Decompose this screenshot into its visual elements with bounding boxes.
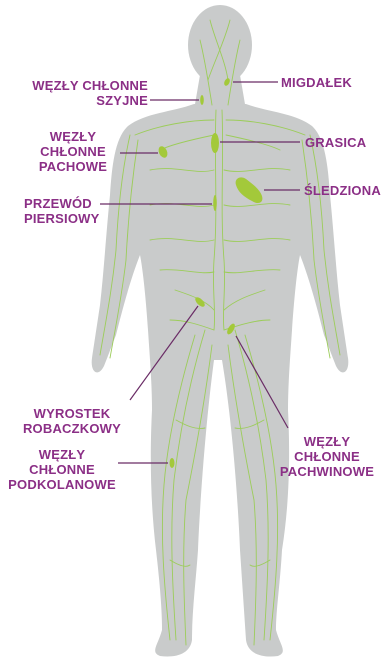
label-migdalek: MIGDAŁEK [281,75,352,90]
label-sledziona: ŚLEDZIONA [304,183,381,198]
label-wyrostek-line-1: WYROSTEK [18,406,126,421]
label-pachwinowe-line-1: WĘZŁY [270,434,384,449]
popliteal-node [170,458,175,468]
label-przewod-piersiowy: PRZEWÓD PIERSIOWY [24,196,99,226]
label-pachowe-line-3: PACHOWE [28,159,118,174]
label-pachwinowe-line-3: PACHWINOWE [270,464,384,479]
label-sledziona-line-1: ŚLEDZIONA [304,183,381,198]
label-szyjne-line-1: WĘZŁY CHŁONNE [8,78,148,93]
label-szyjne-line-2: SZYJNE [8,93,148,108]
label-wezly-chlonne-pachwinowe: WĘZŁY CHŁONNE PACHWINOWE [270,434,384,479]
label-wyrostek-robaczkowy: WYROSTEK ROBACZKOWY [18,406,126,436]
thymus-organ [211,133,219,153]
label-podkolanowe-line-2: CHŁONNE [8,462,116,477]
label-wezly-chlonne-podkolanowe: WĘZŁY CHŁONNE PODKOLANOWE [8,447,116,492]
label-migdalek-line-1: MIGDAŁEK [281,75,352,90]
label-grasica-line-1: GRASICA [305,135,366,150]
cervical-node [200,95,204,105]
label-pachwinowe-line-2: CHŁONNE [270,449,384,464]
label-podkolanowe-line-3: PODKOLANOWE [8,477,116,492]
label-wezly-chlonne-pachowe: WĘZŁY CHŁONNE PACHOWE [28,129,118,174]
label-przewod-line-1: PRZEWÓD [24,196,99,211]
label-wezly-chlonne-szyjne: WĘZŁY CHŁONNE SZYJNE [8,78,148,108]
label-przewod-line-2: PIERSIOWY [24,211,99,226]
label-podkolanowe-line-1: WĘZŁY [8,447,116,462]
thoracic-duct-node [213,195,217,211]
label-wyrostek-line-2: ROBACZKOWY [18,421,126,436]
label-pachowe-line-1: WĘZŁY [28,129,118,144]
label-grasica: GRASICA [305,135,366,150]
label-pachowe-line-2: CHŁONNE [28,144,118,159]
